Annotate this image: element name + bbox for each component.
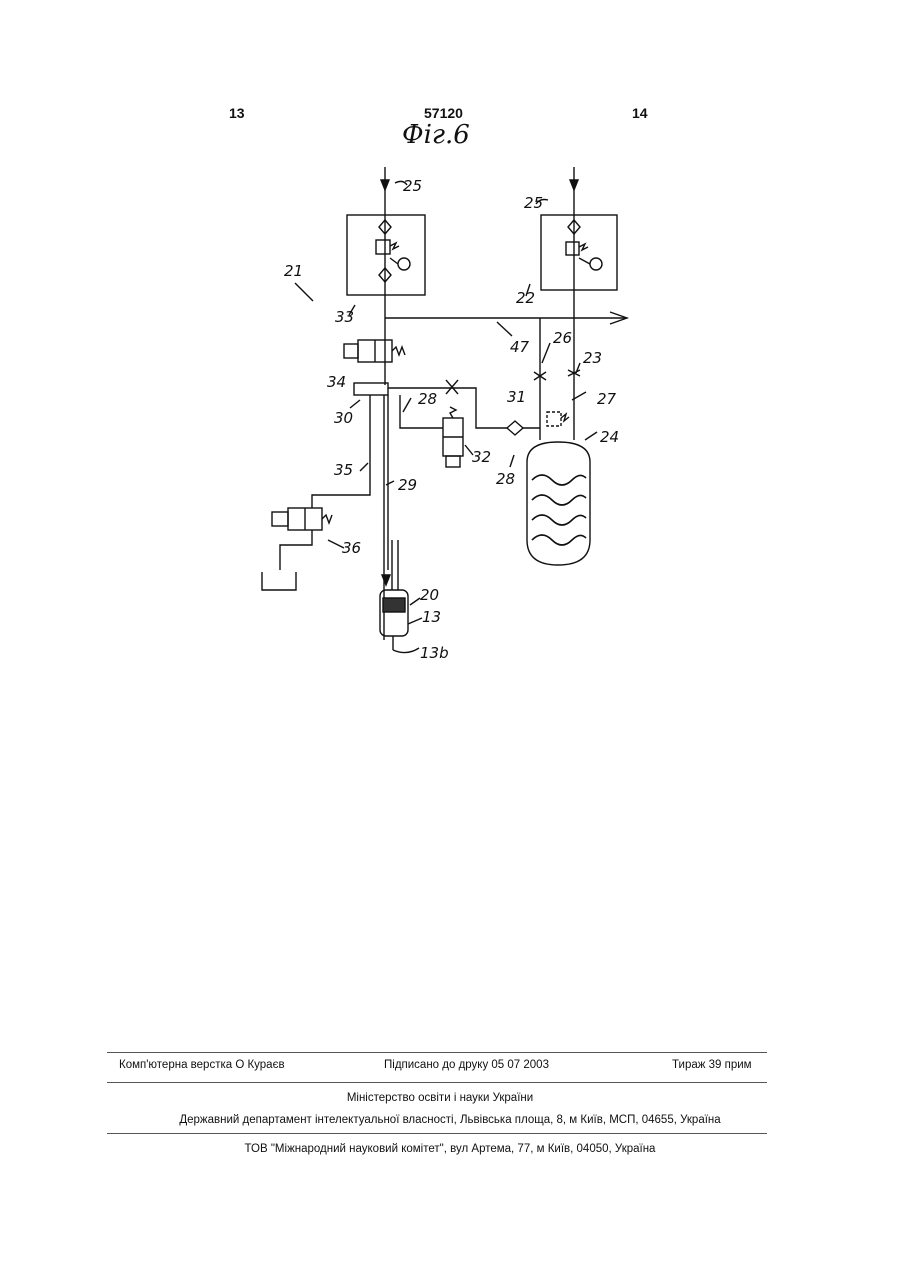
colophon-ministry: Міністерство освіти і науки України (0, 1092, 880, 1104)
label-31: 31 (507, 388, 526, 406)
label-32: 32 (472, 448, 491, 466)
label-26: 26 (553, 329, 572, 347)
preparation-unit-33 (347, 215, 425, 295)
colophon-run: Тираж 39 прим (672, 1059, 752, 1071)
gauge-33-icon (398, 258, 410, 270)
valve-36-solenoid-icon (272, 512, 288, 526)
label-33: 33 (335, 308, 354, 326)
footer-rule-bottom (107, 1133, 767, 1134)
pneumatic-schematic-figure: 25 25 21 33 22 47 26 23 34 30 28 31 27 2… (0, 0, 900, 700)
label-25-right: 25 (524, 194, 543, 212)
piston-20 (383, 598, 405, 612)
tank-24 (527, 442, 590, 565)
label-34: 34 (327, 373, 346, 391)
flow-arrow-right (570, 180, 578, 190)
filter-31-icon (507, 421, 523, 435)
colophon-signed: Підписано до друку 05 07 2003 (384, 1059, 549, 1071)
regulator-spring-icon (390, 243, 399, 249)
colophon-department: Державний департамент інтелектуальної вл… (0, 1114, 900, 1126)
label-30: 30 (334, 409, 353, 427)
throttle-valve-icon (446, 380, 458, 394)
valve-32-solenoid-icon (446, 456, 460, 467)
label-13: 13 (422, 608, 441, 626)
manifold-30 (354, 383, 388, 395)
footer-rule-middle (107, 1082, 767, 1083)
tank-bladder (532, 475, 586, 545)
label-27: 27 (597, 390, 617, 408)
label-28-lower: 28 (496, 470, 515, 488)
label-28-upper: 28 (418, 390, 437, 408)
flow-arrow-left (381, 180, 389, 190)
label-25-left: 25 (403, 177, 422, 195)
label-22: 22 (516, 289, 535, 307)
valve-34-solenoid-icon (344, 344, 358, 358)
label-47: 47 (510, 338, 530, 356)
footer-rule-top (107, 1052, 767, 1053)
label-21: 21 (284, 262, 303, 280)
label-24: 24 (600, 428, 619, 446)
relief-valve-27-icon (547, 412, 561, 426)
label-36: 36 (342, 539, 361, 557)
colophon-printer: ТОВ "Міжнародний науковий комітет", вул … (0, 1143, 900, 1155)
reservoir-icon (262, 572, 296, 590)
label-23: 23 (583, 349, 602, 367)
label-13b: 13b (420, 644, 449, 662)
label-20: 20 (420, 586, 439, 604)
gauge-22-icon (590, 258, 602, 270)
regulator-33-icon (376, 240, 390, 254)
label-29: 29 (398, 476, 417, 494)
exhaust-line (280, 530, 312, 570)
label-35: 35 (334, 461, 353, 479)
regulator-22-icon (566, 242, 579, 255)
colophon-layout: Комп'ютерна верстка О Кураєв (119, 1059, 285, 1071)
